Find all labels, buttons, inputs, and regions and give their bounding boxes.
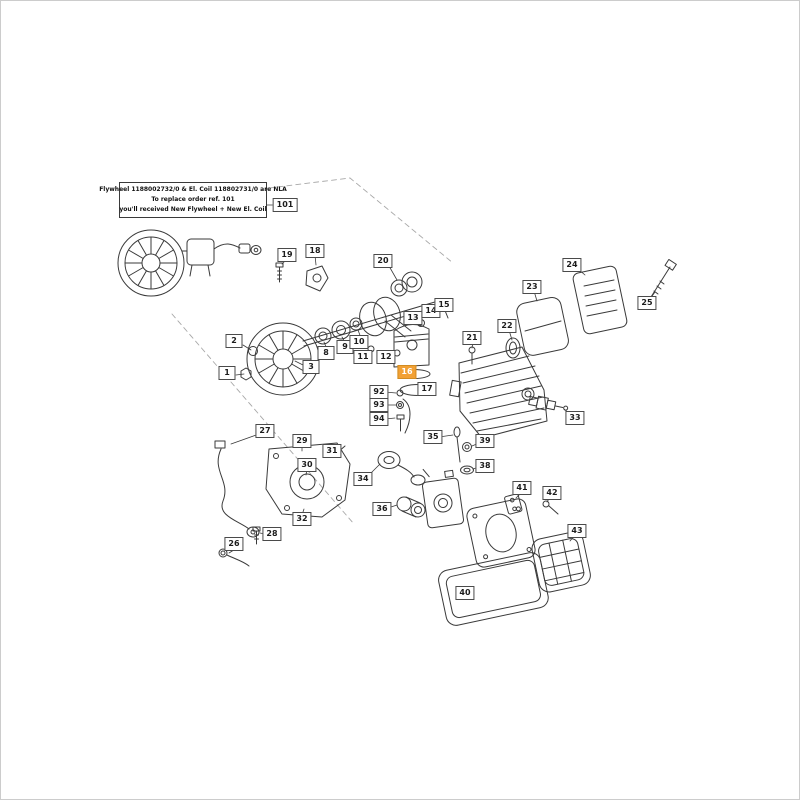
part-label-12[interactable]: 12 <box>376 350 396 364</box>
part-22-drawing <box>505 337 521 359</box>
note-line-2: To replace order ref. 101 <box>151 195 235 203</box>
muffler-drawing <box>516 296 569 356</box>
part-label-24[interactable]: 24 <box>562 258 582 272</box>
part-label-15[interactable]: 15 <box>434 298 454 312</box>
carburetor-drawing <box>421 468 465 529</box>
part-label-2[interactable]: 2 <box>225 334 243 348</box>
part-label-34[interactable]: 34 <box>353 472 373 486</box>
part-label-22[interactable]: 22 <box>497 319 517 333</box>
part-label-40[interactable]: 40 <box>455 586 475 600</box>
part-label-3[interactable]: 3 <box>302 360 320 374</box>
part-41-drawing <box>504 493 523 515</box>
part-label-93[interactable]: 93 <box>369 398 389 412</box>
part-label-17[interactable]: 17 <box>417 382 437 396</box>
part-label-35[interactable]: 35 <box>423 430 443 444</box>
part-label-41[interactable]: 41 <box>512 481 532 495</box>
part-42-drawing <box>542 500 559 515</box>
part-label-31[interactable]: 31 <box>322 444 342 458</box>
part-label-94[interactable]: 94 <box>369 412 389 426</box>
part-35-drawing <box>453 426 461 463</box>
parts-38-39-drawing <box>460 442 474 475</box>
part-label-30[interactable]: 30 <box>297 458 317 472</box>
crankshaft-drawing <box>302 296 447 357</box>
air-filter-drawing <box>531 531 591 593</box>
part-label-28[interactable]: 28 <box>262 527 282 541</box>
part-label-42[interactable]: 42 <box>542 486 562 500</box>
part-34-drawing <box>377 451 426 486</box>
ground-wire-drawing <box>218 548 250 567</box>
inset-flywheel-coil-drawing <box>117 229 262 297</box>
part-label-29[interactable]: 29 <box>292 434 312 448</box>
flywheel-drawing <box>240 322 320 396</box>
part-label-43[interactable]: 43 <box>567 524 587 538</box>
part-19-drawing <box>275 262 284 283</box>
part-label-23[interactable]: 23 <box>522 280 542 294</box>
part-label-36[interactable]: 36 <box>372 502 392 516</box>
part-label-39[interactable]: 39 <box>475 434 495 448</box>
part-label-16[interactable]: 16 <box>397 365 417 379</box>
part-label-20[interactable]: 20 <box>373 254 393 268</box>
part-label-27[interactable]: 27 <box>255 424 275 438</box>
cylinder-drawing <box>449 346 548 439</box>
parts-92-93-94-drawing <box>396 389 411 434</box>
part-18-drawing <box>305 265 329 292</box>
part-label-8[interactable]: 8 <box>317 346 335 360</box>
part-21-drawing <box>468 346 476 365</box>
part-label-21[interactable]: 21 <box>462 331 482 345</box>
part-20-drawing <box>390 271 423 297</box>
part-label-92[interactable]: 92 <box>369 385 389 399</box>
part-label-38[interactable]: 38 <box>475 459 495 473</box>
part-label-10[interactable]: 10 <box>349 335 369 349</box>
note-line-3: you'll received New Flywheel + New El. C… <box>119 206 267 214</box>
part-label-33[interactable]: 33 <box>565 411 585 425</box>
part-label-26[interactable]: 26 <box>224 537 244 551</box>
note-line-1: Flywheel 1188002732/0 & El. Coil 1188027… <box>99 185 287 193</box>
note-box: Flywheel 1188002732/0 & El. Coil 1188027… <box>99 182 287 218</box>
part-28-drawing <box>252 526 261 545</box>
muffler-cover-drawing <box>572 265 628 335</box>
part-label-32[interactable]: 32 <box>292 512 312 526</box>
part-label-18[interactable]: 18 <box>305 244 325 258</box>
spark-plug-drawing <box>528 395 569 411</box>
part-label-25[interactable]: 25 <box>637 296 657 310</box>
part-label-13[interactable]: 13 <box>403 311 423 325</box>
filter-base-plate-drawing <box>438 552 549 626</box>
spark-lead-drawing <box>214 440 260 538</box>
part-label-19[interactable]: 19 <box>277 248 297 262</box>
part-label-101[interactable]: 101 <box>272 198 298 212</box>
part-36-drawing <box>396 496 426 518</box>
part-25-drawing <box>650 258 677 298</box>
reference-dashed-lines <box>171 177 454 525</box>
part-label-11[interactable]: 11 <box>353 350 373 364</box>
part-label-1[interactable]: 1 <box>218 366 236 380</box>
